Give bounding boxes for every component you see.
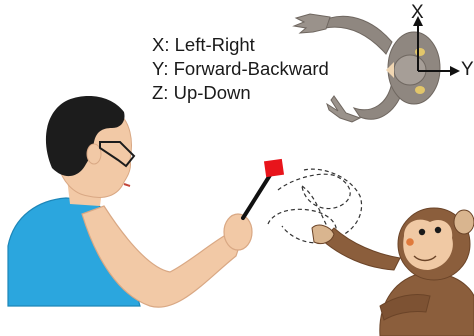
top-view-left-arm: [325, 16, 392, 54]
human-ear: [87, 144, 101, 164]
top-view-left-hand: [294, 14, 330, 33]
human-figure: [8, 96, 252, 307]
target-stick: [243, 172, 272, 218]
legend-x: X: Left-Right: [152, 33, 329, 57]
human-mouth: [124, 184, 130, 186]
top-view-ear-top: [415, 48, 425, 56]
top-view-ear-bottom: [415, 86, 425, 94]
trajectory-upper-loop: [278, 174, 350, 208]
axis-legend: X: Left-Right Y: Forward-Backward Z: Up-…: [152, 33, 329, 105]
axis-x-label: X: [411, 2, 424, 24]
reach-target-stick: [243, 159, 284, 218]
legend-z: Z: Up-Down: [152, 81, 329, 105]
legend-y: Y: Forward-Backward: [152, 57, 329, 81]
axis-y-arrowhead: [450, 66, 460, 76]
monkey-eye-right: [435, 227, 441, 233]
red-target: [264, 159, 284, 177]
monkey-ear: [454, 210, 474, 234]
monkey-eye-left: [419, 229, 425, 235]
human-hand: [224, 214, 252, 250]
monkey-nose: [406, 238, 414, 246]
axis-y-label: Y: [461, 59, 474, 81]
